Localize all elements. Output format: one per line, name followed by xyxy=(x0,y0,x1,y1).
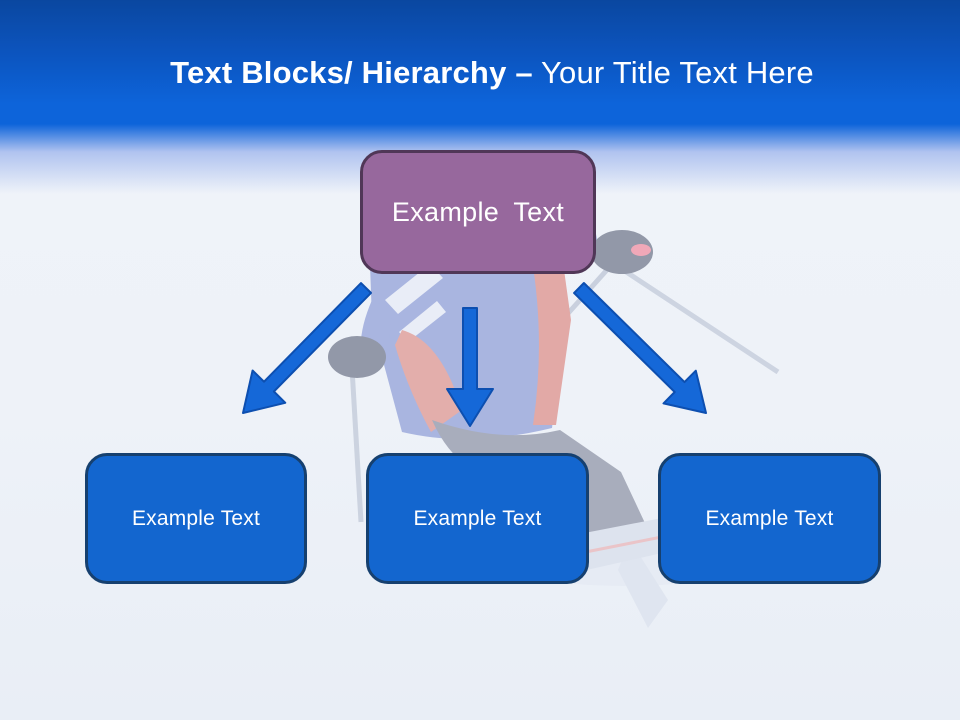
page-title-bold: Text Blocks/ Hierarchy – xyxy=(170,55,533,90)
hierarchy-child-box-3: Example Text xyxy=(658,453,881,584)
arrow-down-right-icon xyxy=(573,282,707,414)
hierarchy-child-label: Example Text xyxy=(413,506,542,530)
hierarchy-child-box-2: Example Text xyxy=(366,453,589,584)
hierarchy-child-box-1: Example Text xyxy=(85,453,307,584)
hierarchy-child-label: Example Text xyxy=(131,506,261,530)
page-title-regular: Your Title Text Here xyxy=(532,55,814,90)
page-title: Text Blocks/ Hierarchy – Your Title Text… xyxy=(12,55,960,91)
arrow-down-left-icon xyxy=(242,282,372,414)
hierarchy-root-label: Example Text xyxy=(391,196,565,227)
hierarchy-child-label: Example Text xyxy=(705,506,834,530)
arrow-down-icon xyxy=(446,307,494,427)
hierarchy-root-box: Example Text xyxy=(360,150,596,274)
